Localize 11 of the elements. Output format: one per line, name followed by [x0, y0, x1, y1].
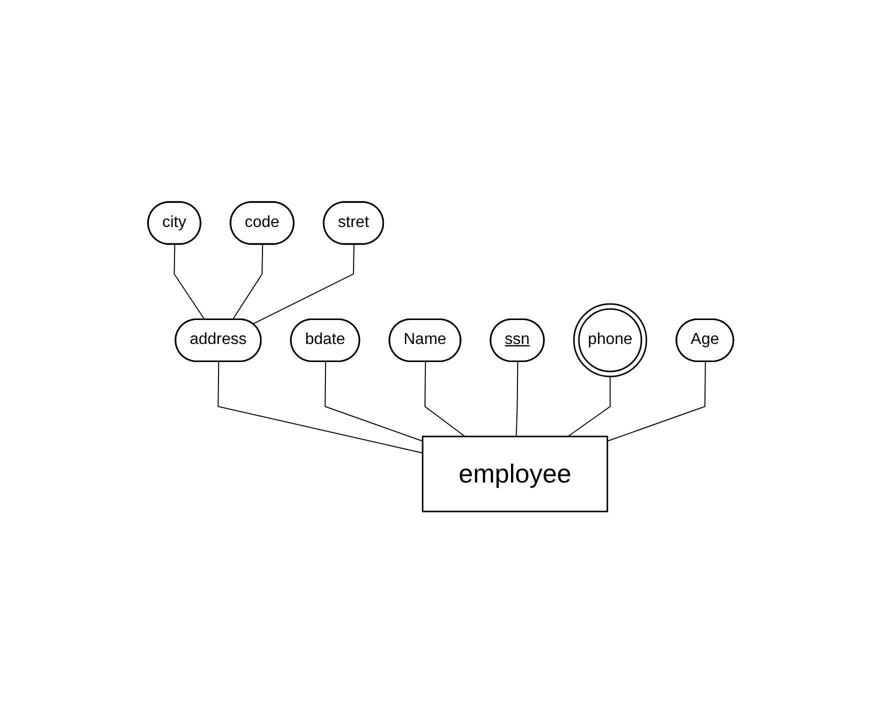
connector: [217, 362, 423, 454]
connector: [174, 244, 206, 320]
connector: [424, 362, 466, 438]
connector: [606, 362, 706, 442]
node-circle: phone: [572, 304, 647, 378]
connector: [567, 376, 610, 438]
connector: [252, 244, 354, 325]
connector: [324, 362, 423, 442]
connector: [232, 244, 263, 320]
node-box: employee: [422, 436, 608, 512]
connector: [516, 362, 518, 438]
